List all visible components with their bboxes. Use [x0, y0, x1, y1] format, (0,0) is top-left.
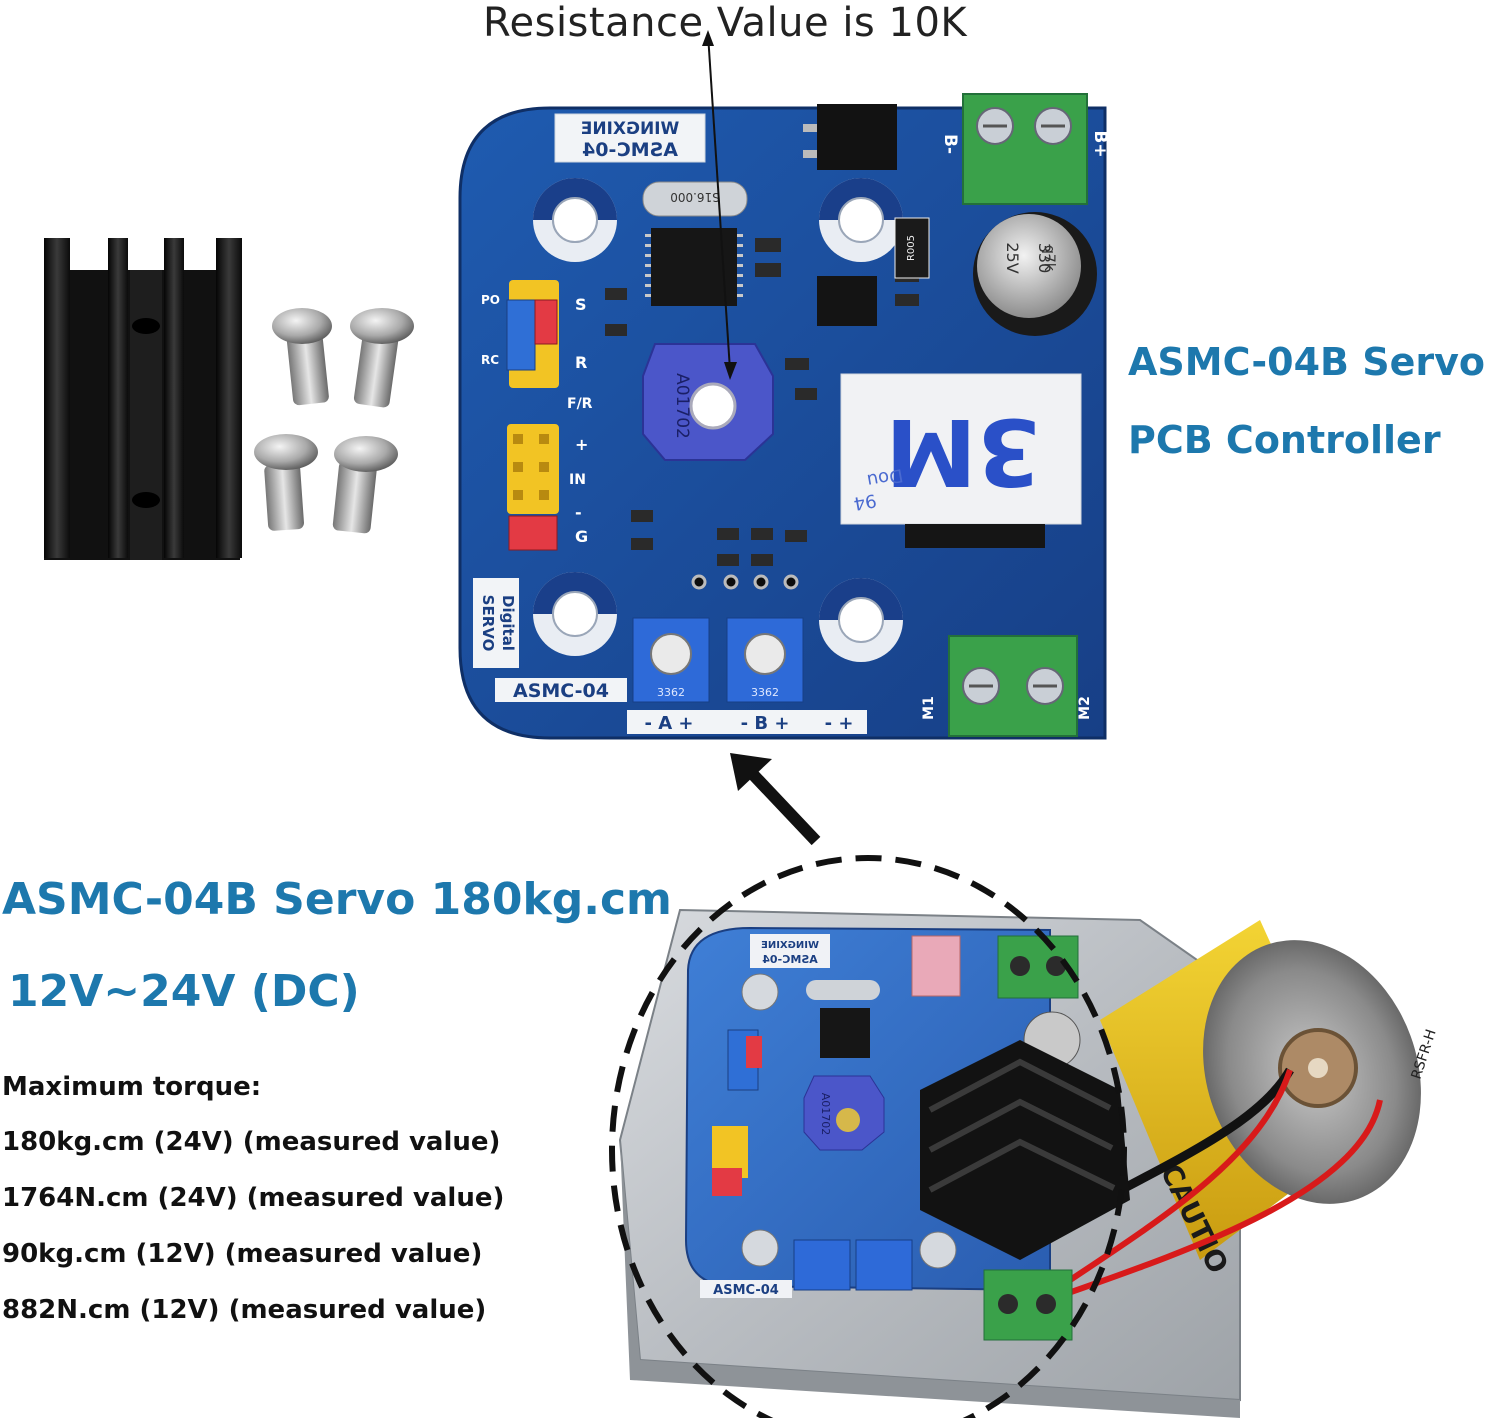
servo-label: SERVO [479, 595, 497, 652]
cap-value: 330 [1035, 243, 1054, 274]
cap-voltage: 25V [1003, 242, 1022, 273]
mounting-hole [819, 578, 903, 662]
bottom-model-plate [495, 678, 627, 702]
terminal-label: M1 [921, 696, 937, 720]
screw [350, 308, 414, 408]
screw [272, 308, 332, 406]
mounted-brand: WINGXINE [761, 940, 819, 951]
pin-label: R [575, 353, 587, 372]
title-right-line1: ASMC-04B Servo [1128, 340, 1485, 384]
pin-label-c: - + [825, 713, 854, 734]
terminal-block-bottom [948, 635, 1078, 737]
pot-label: A01702 [672, 373, 692, 439]
jumper-block-bottom [507, 424, 559, 551]
spec-heading: Maximum torque: [2, 1072, 262, 1102]
pin-label: + [575, 435, 588, 454]
resistance-callout: Resistance Value is 10K [483, 0, 968, 46]
pin-label: - [575, 503, 582, 522]
pin-label: PO [481, 293, 500, 307]
driver-chip [817, 276, 877, 326]
terminal-label: M2 [1077, 696, 1093, 720]
mounting-hole [533, 178, 617, 262]
electrolytic-capacitor: q7k 330 25V [973, 212, 1097, 336]
mounting-hole [533, 572, 617, 656]
brand-text: WINGXINE [581, 119, 680, 139]
shunt-resistor [894, 217, 930, 279]
mounted-heatsink [920, 1040, 1130, 1260]
terminal-label: B- [940, 134, 960, 154]
crystal-label: S16.000 [670, 190, 720, 204]
pin-label: S [575, 295, 587, 314]
pin-label-a: - A + [644, 713, 693, 734]
terminal-block-top [962, 93, 1088, 205]
terminal-label: B+ [1090, 130, 1110, 157]
hbridge-chip [905, 524, 1045, 548]
title-right-line2: PCB Controller [1128, 418, 1441, 462]
trim-pot-b: 3362 [726, 617, 804, 703]
voltage-regulator [817, 104, 897, 170]
digital-servo-plate [473, 578, 519, 668]
cap-code: q7k [1041, 245, 1057, 272]
spec-line: 1764N.cm (24V) (measured value) [2, 1183, 505, 1213]
heatsink-and-screws [44, 238, 414, 560]
spec-line: 882N.cm (12V) (measured value) [2, 1295, 487, 1325]
mounting-hole [819, 178, 903, 262]
pin-label: G [575, 527, 588, 546]
bottom-model-text: ASMC-04 [513, 680, 609, 702]
mounted-pot: A01702 [819, 1093, 832, 1136]
pcb-board: WINGXINE ASMC-04 S16.000 R005 A01702 [458, 93, 1110, 740]
title-left-line1: ASMC-04B Servo 180kg.cm [2, 874, 672, 925]
brand-plate [554, 113, 706, 163]
trim-code: 3362 [751, 686, 779, 699]
highlight-circle [609, 855, 1127, 1418]
pointer-arrow [730, 753, 821, 846]
pin-label: RC [481, 353, 499, 367]
crystal [642, 181, 748, 217]
trim-code: 3362 [657, 686, 685, 699]
bottom-pin-plate [627, 710, 867, 734]
mounted-bottom-model: ASMC-04 [713, 1283, 779, 1298]
pin-label: IN [569, 472, 586, 488]
trim-pot-a: 3362 [632, 617, 710, 703]
title-left-line2: 12V~24V (DC) [8, 966, 360, 1017]
tape-brand: 3M [885, 398, 1041, 505]
model-text: ASMC-04 [582, 139, 678, 161]
digital-label: Digital [499, 595, 517, 651]
pin-label: F/R [567, 396, 593, 412]
heatsink [44, 238, 242, 560]
dc-motor: RSFR-H CAUTIO [1100, 920, 1440, 1279]
jumper-block-top [506, 280, 559, 388]
main-potentiometer: A01702 [642, 343, 774, 461]
shunt-label: R005 [906, 235, 917, 261]
screw [332, 436, 398, 534]
spec-line: 180kg.cm (24V) (measured value) [2, 1127, 501, 1157]
pin-label-b: - B + [741, 713, 790, 734]
tape-num: 94 [852, 489, 878, 514]
tape-label: 3M Dou 94 [840, 373, 1082, 525]
callout-arrow [702, 30, 737, 380]
mounted-model: ASMC-04 [762, 953, 818, 966]
assembled-servo: RSFR-H CAUTIO WINGXINE ASMC-04 A01702 AS… [609, 855, 1440, 1418]
spec-line: 90kg.cm (12V) (measured value) [2, 1239, 483, 1269]
screw [254, 434, 318, 531]
